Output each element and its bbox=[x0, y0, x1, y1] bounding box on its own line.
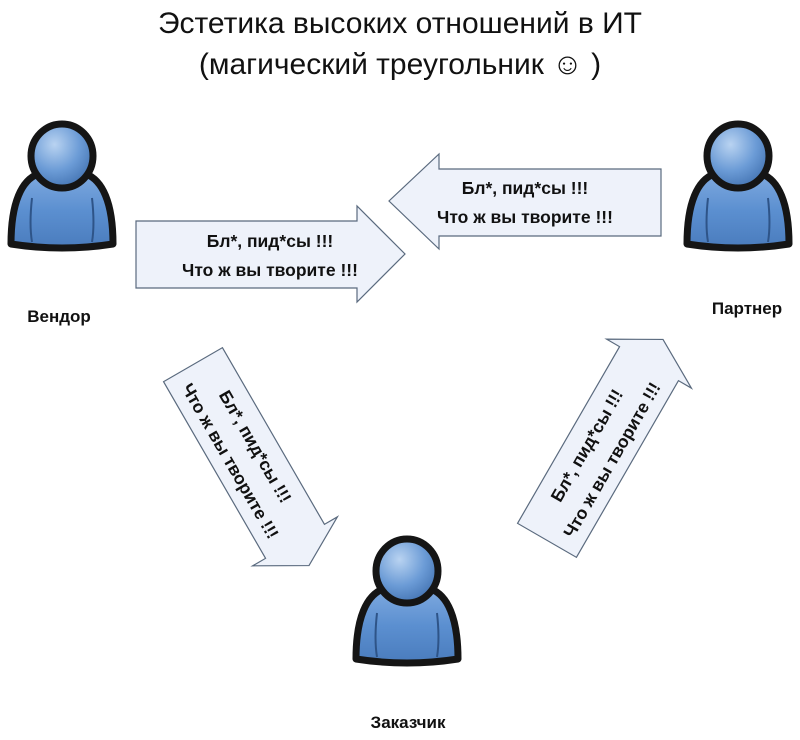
arrow-customer-to-vendor: Бл*, пид*сы !!! Что ж вы творите !!! bbox=[162, 346, 340, 567]
customer-label: Заказчик bbox=[371, 713, 446, 732]
vendor-person-icon bbox=[11, 124, 113, 248]
arrow-vendor-to-partner: Бл*, пид*сы !!! Что ж вы творите !!! bbox=[135, 204, 406, 304]
arrow-partner-to-vendor: Бл*, пид*сы !!! Что ж вы творите !!! bbox=[388, 152, 662, 251]
vendor-label: Вендор bbox=[27, 307, 91, 326]
arrow-vendor-to-partner-line2: Что ж вы творите !!! bbox=[182, 260, 358, 280]
arrow-right-shape bbox=[135, 204, 406, 304]
title-line-1: Эстетика высоких отношений в ИТ bbox=[158, 7, 642, 40]
partner-label: Партнер bbox=[712, 299, 782, 318]
arrow-partner-to-vendor-line2: Что ж вы творите !!! bbox=[437, 207, 613, 227]
partner-person-icon bbox=[687, 124, 789, 248]
arrow-vendor-to-partner-line1: Бл*, пид*сы !!! bbox=[207, 231, 334, 251]
customer-person-icon bbox=[356, 539, 458, 663]
arrow-partner-to-vendor-line1: Бл*, пид*сы !!! bbox=[462, 178, 589, 198]
arrow-left-shape bbox=[388, 152, 662, 251]
arrow-diagonal-shape bbox=[516, 338, 694, 559]
title-line-2: (магический треугольник ☺ ) bbox=[199, 48, 601, 81]
arrow-diagonal-shape bbox=[162, 346, 340, 567]
arrow-customer-to-partner: Бл*, пид*сы !!! Что ж вы творите !!! bbox=[516, 338, 694, 559]
